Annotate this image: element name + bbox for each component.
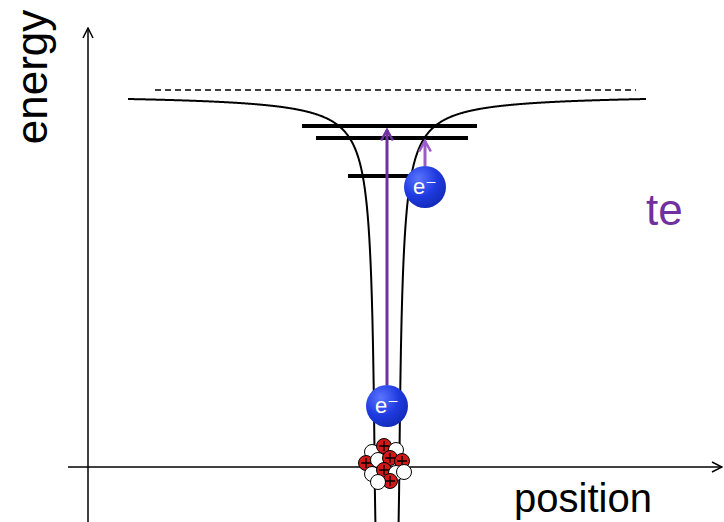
axis-label: position: [514, 478, 652, 518]
energy-levels: [302, 126, 477, 176]
ionization-level: [155, 89, 636, 90]
electron: e⁻: [366, 385, 408, 427]
axis-label: energy: [10, 10, 54, 145]
electron-label: e⁻: [413, 176, 437, 198]
axes: [68, 28, 722, 522]
annotation-text: te: [646, 188, 683, 232]
electron: e⁻: [404, 166, 446, 208]
nucleus: [359, 439, 412, 490]
excitation-arrow: [424, 141, 427, 166]
excitation-arrow: [386, 130, 389, 385]
potential-well: [128, 99, 646, 522]
electron-label: e⁻: [375, 395, 399, 417]
